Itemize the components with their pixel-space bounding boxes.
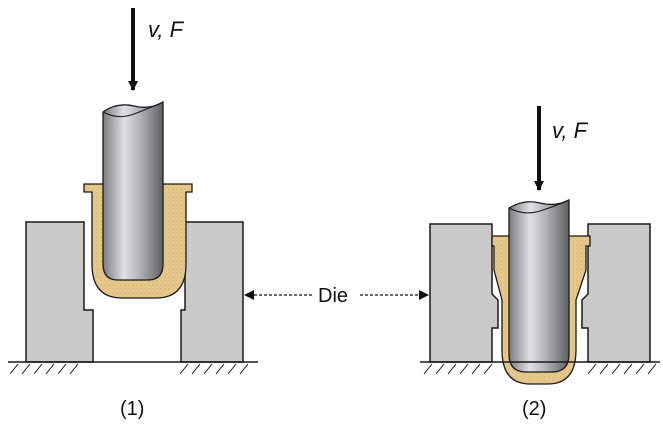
panel-caption-2: (2): [522, 398, 546, 420]
punch-1: [102, 100, 164, 281]
die-right-2: [581, 223, 651, 363]
die-callout: Die: [244, 285, 429, 307]
force-label-2: v, F: [552, 118, 589, 143]
panel-1: v, F (1): [8, 8, 258, 420]
force-label-1: v, F: [148, 17, 185, 42]
panel-2: v, F (2): [420, 106, 660, 420]
die-label: Die: [318, 285, 348, 307]
die-right-1: [180, 221, 244, 363]
punch-2: [508, 198, 570, 373]
die-left-2: [429, 223, 499, 363]
die-left-1: [25, 221, 94, 363]
panel-caption-1: (1): [120, 398, 144, 420]
